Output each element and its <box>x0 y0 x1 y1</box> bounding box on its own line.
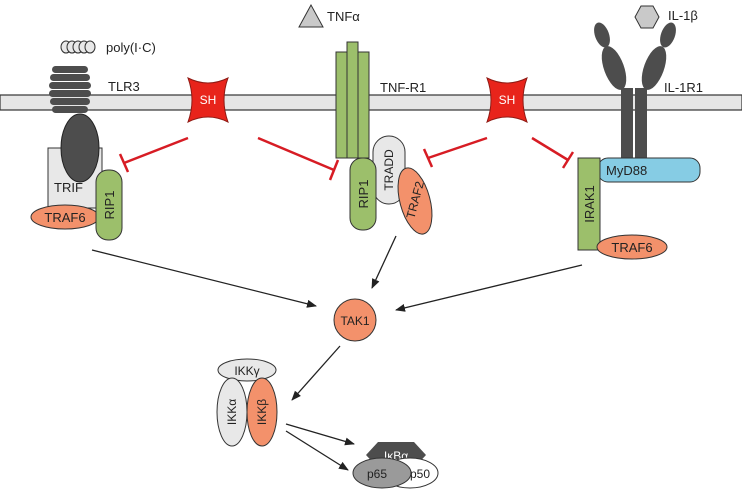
inhibit-RIP1-tlr3 <box>123 136 189 165</box>
arrow-TLR3-to-TAK1 <box>91 249 317 308</box>
ikk-beta <box>246 377 278 447</box>
inhibition-lines <box>118 136 575 181</box>
arrow-TAK1-to-IKK <box>291 345 341 401</box>
inhibit-IRAK1 <box>531 136 569 162</box>
ligand-IL1b <box>634 5 660 29</box>
activation-arrows <box>91 235 583 471</box>
arrow-IL1R1-to-TAK1 <box>395 264 583 312</box>
adaptor-TRAF6-il1r1 <box>596 234 668 260</box>
adaptor-TRAF2 <box>397 167 433 235</box>
receptor-TNF-R1 <box>335 41 370 159</box>
kinase-RIP1-tnfr1 <box>349 157 377 231</box>
label-TRADD: TRADD <box>382 149 396 191</box>
label-TLR3: TLR3 <box>108 79 140 94</box>
kinase-IRAK1 <box>577 157 601 251</box>
receptor-IL-1R1 <box>594 22 676 160</box>
label-p65: p65 <box>367 467 387 481</box>
label-TNFR1: TNF-R1 <box>380 80 426 95</box>
label-polyIC: poly(I·C) <box>106 40 156 55</box>
receptor-TLR3 <box>49 66 91 113</box>
nfkb-p65 <box>352 457 412 489</box>
polyIC-ligand <box>60 40 96 54</box>
label-TRAF6-tlr3: TRAF6 <box>44 210 85 225</box>
sh-compound-right: SH <box>486 76 528 124</box>
label-TAK1: TAK1 <box>340 314 369 328</box>
ikk-gamma <box>217 358 277 382</box>
label-IL1R1: IL-1R1 <box>664 80 703 95</box>
arrow-IKK-to-NFkB <box>285 430 349 471</box>
arrow-TRAF2-to-TAK1 <box>371 235 397 289</box>
arrow-IKK-to-IkBa <box>285 423 355 446</box>
label-SH-right: SH <box>499 93 516 107</box>
sh-compound-left: SH <box>187 76 229 124</box>
inhibit-TRADD <box>427 136 488 160</box>
label-TRAF6-il1r1: TRAF6 <box>611 240 652 255</box>
label-IRAK1: IRAK1 <box>582 185 597 223</box>
label-IKKa: IKKα <box>225 399 239 425</box>
label-MyD88: MyD88 <box>606 163 647 178</box>
cell-membrane <box>0 94 742 111</box>
label-TRIF: TRIF <box>54 180 83 195</box>
receptor-TLR3-tir-domain <box>60 113 100 183</box>
label-SH-left: SH <box>200 93 217 107</box>
ligand-TNFa <box>298 3 324 28</box>
label-RIP1-tnfr1: RIP1 <box>356 180 371 209</box>
label-IL1b: IL-1β <box>668 8 698 23</box>
kinase-RIP1-tlr3 <box>95 169 123 241</box>
label-IKKb: IKKβ <box>255 399 269 425</box>
inhibit-RIP1-tnfr1 <box>257 136 335 172</box>
label-IKKg: IKKγ <box>234 364 259 378</box>
kinase-TAK1 <box>333 298 377 342</box>
label-p50: p50 <box>410 467 430 481</box>
label-RIP1-tlr3: RIP1 <box>102 191 117 220</box>
label-TNFa: TNFα <box>327 9 360 24</box>
